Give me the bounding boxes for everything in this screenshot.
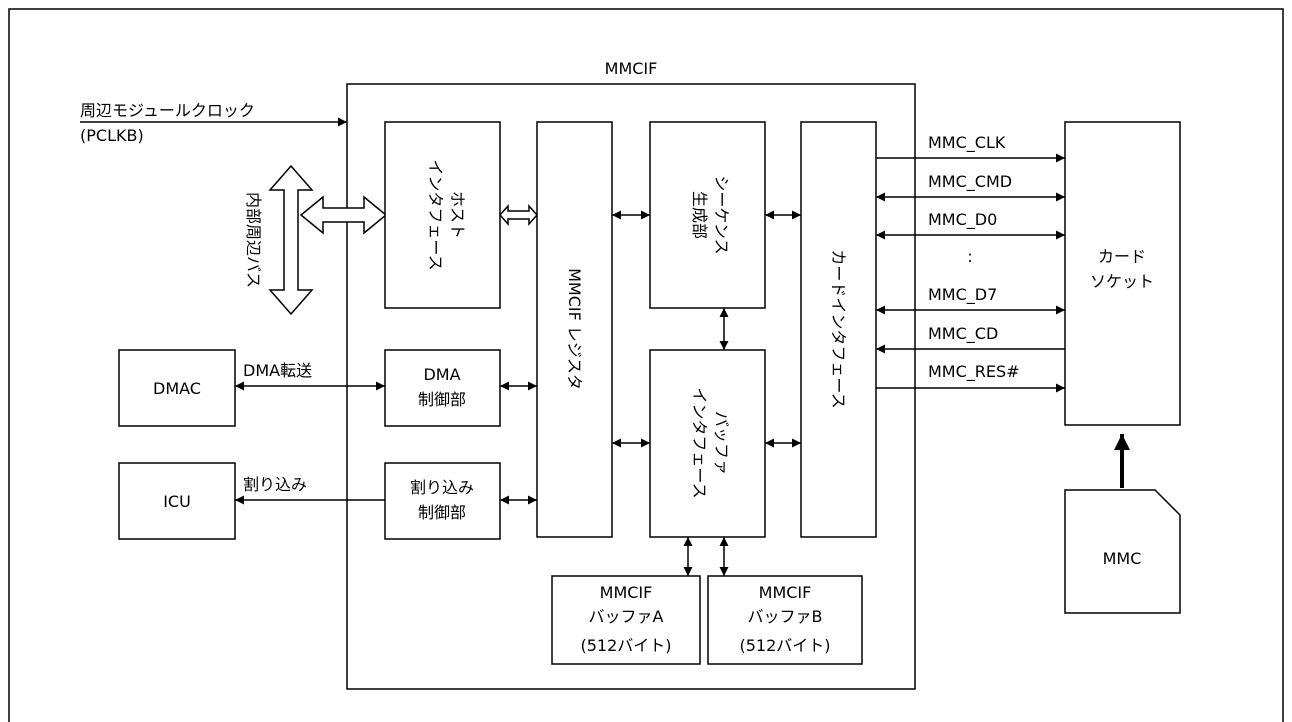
buffer-b-label-1: MMCIF	[759, 583, 812, 602]
host-if-label-2: インタフェース	[426, 159, 445, 270]
int-ctrl-label-1: 割り込み	[410, 478, 474, 497]
card-socket-block	[1064, 121, 1181, 426]
signal-clk-label: MMC_CLK	[928, 133, 1006, 153]
buffer-b-label-3: (512バイト)	[739, 636, 830, 655]
socket-label-1: カード	[1098, 247, 1146, 266]
int-ctrl-label-2: 制御部	[418, 503, 466, 522]
signal-res-label: MMC_RES#	[928, 362, 1020, 382]
mmc-label: MMC	[1103, 549, 1142, 568]
clock-label-1: 周辺モジュールクロック	[80, 101, 255, 120]
interrupt-control-block	[384, 462, 501, 540]
signal-cd-label: MMC_CD	[928, 324, 998, 344]
icu-label: ICU	[163, 492, 191, 511]
signal-cmd-label: MMC_CMD	[928, 172, 1012, 192]
buffer-interface-block	[649, 349, 766, 538]
buffer-b-label-2: バッファB	[748, 607, 823, 626]
dma-transfer-label: DMA転送	[243, 361, 312, 380]
icu-block	[118, 462, 236, 540]
dma-control-block	[384, 349, 501, 427]
clock-label-2: (PCLKB)	[80, 126, 144, 145]
outer-frame	[8, 8, 1284, 722]
sequence-block	[649, 121, 766, 309]
mmcif-title: MMCIF	[605, 59, 658, 78]
buffer-a-block	[551, 575, 701, 665]
buffer-if-label-2: インタフェース	[690, 387, 709, 498]
buffer-b-block	[707, 575, 863, 665]
bus-label: 内部周辺バス	[244, 192, 263, 288]
signal-dots: :	[967, 247, 972, 266]
sequence-label-1: シーケンス	[712, 175, 731, 254]
socket-label-2: ソケット	[1090, 272, 1154, 291]
register-label: MMCIF レジスタ	[565, 268, 584, 390]
register-block	[536, 121, 613, 538]
host-if-label-1: ホスト	[448, 191, 467, 239]
internal-bus-arrow	[268, 164, 314, 316]
dma-ctrl-label-1: DMA	[423, 365, 460, 384]
buffer-if-label-1: バッファ	[712, 411, 731, 475]
card-interface-block	[800, 121, 877, 538]
interrupt-label: 割り込み	[243, 475, 307, 494]
card-if-label: カードインタフェース	[829, 249, 848, 408]
dmac-label: DMAC	[153, 379, 201, 398]
buffer-a-label-3: (512バイト)	[580, 636, 671, 655]
dmac-block	[118, 349, 236, 427]
buffer-a-label-1: MMCIF	[600, 583, 653, 602]
mmc-card	[1064, 489, 1181, 614]
signal-d7-label: MMC_D7	[928, 285, 997, 305]
sequence-label-2: 生成部	[690, 191, 709, 239]
signal-d0-label: MMC_D0	[928, 210, 997, 230]
buffer-a-label-2: バッファA	[589, 607, 664, 626]
dma-ctrl-label-2: 制御部	[418, 390, 466, 409]
